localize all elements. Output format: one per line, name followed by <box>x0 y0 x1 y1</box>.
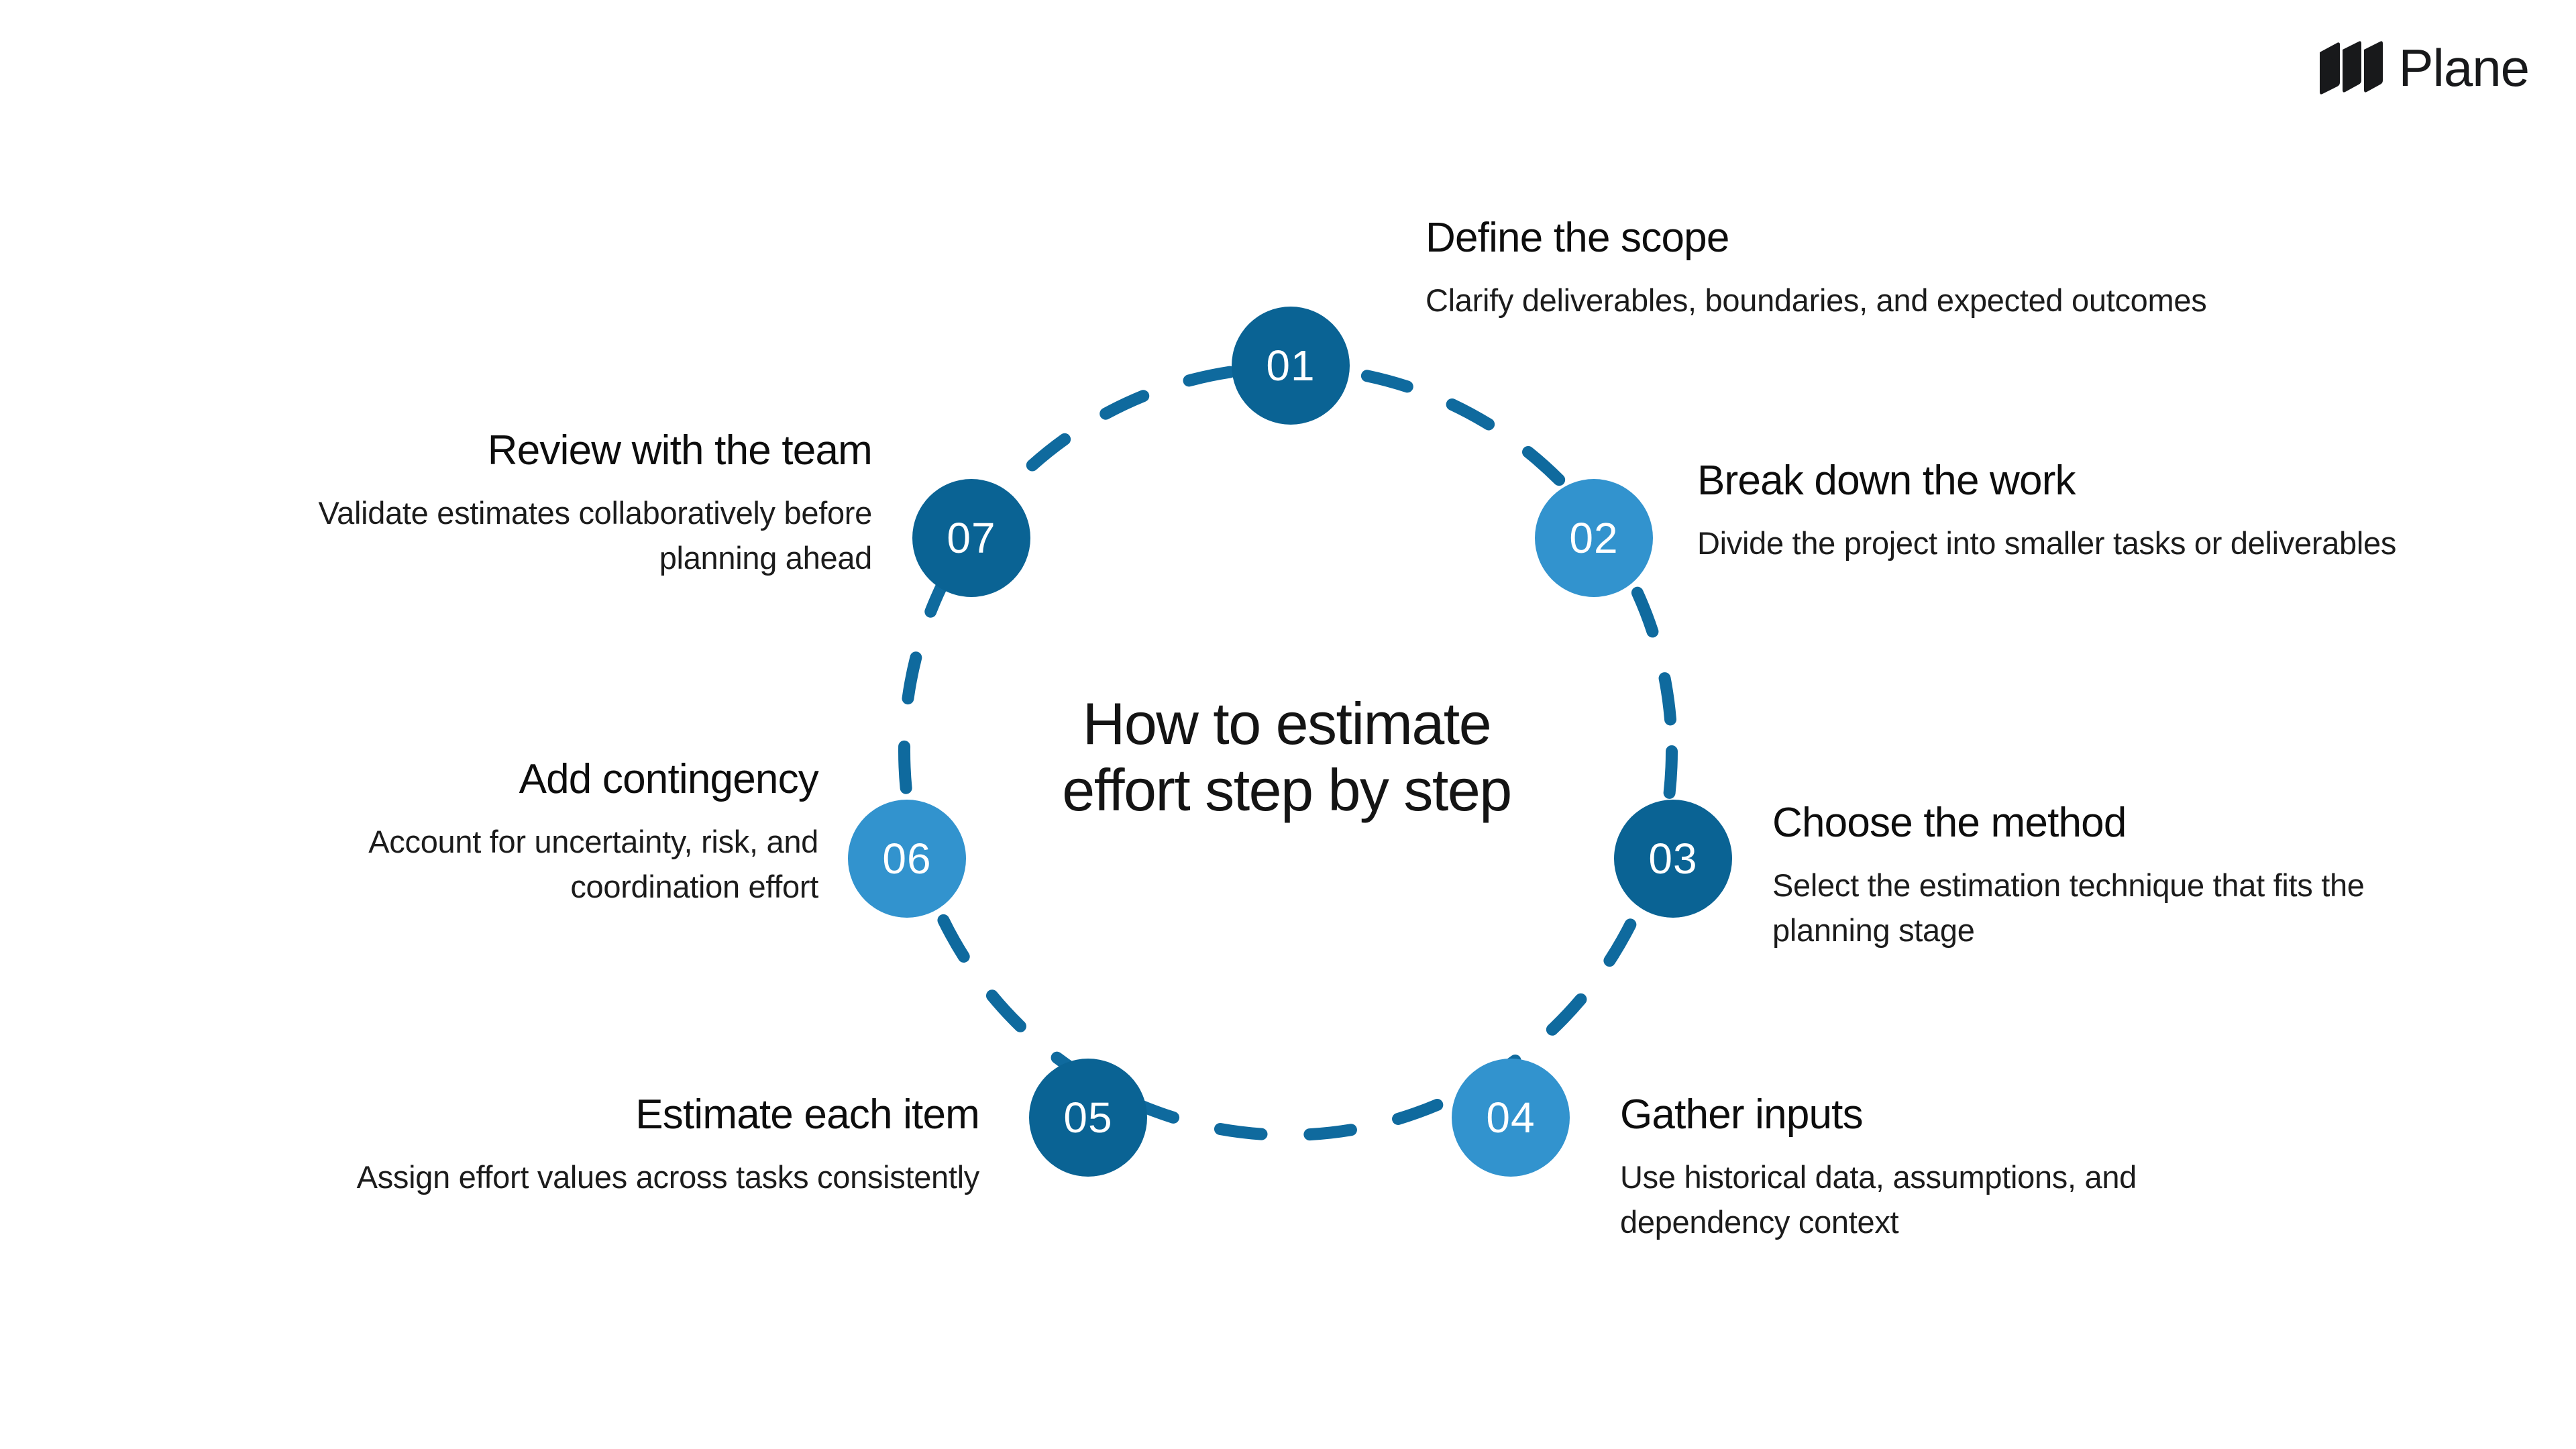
step-desc-04: Use historical data, assumptions, and de… <box>1620 1159 2137 1240</box>
step-desc-01: Clarify deliverables, boundaries, and ex… <box>1426 282 2207 319</box>
plane-logo-icon <box>2319 41 2383 95</box>
step-title-03: Choose the method <box>1772 800 2127 846</box>
step-number-06: 06 <box>882 835 932 883</box>
step-number-07: 07 <box>947 514 996 562</box>
step-title-04: Gather inputs <box>1620 1091 1864 1138</box>
step-desc-02: Divide the project into smaller tasks or… <box>1697 525 2397 561</box>
step-number-05: 05 <box>1063 1093 1113 1142</box>
step-desc-03: Select the estimation technique that fit… <box>1772 867 2365 948</box>
step-text-07: Review with the team Validate estimates … <box>255 426 873 581</box>
step-bubble-04[interactable]: 04 <box>1452 1059 1570 1177</box>
step-title-06: Add contingency <box>519 756 819 802</box>
step-desc-05: Assign effort values across tasks consis… <box>356 1159 980 1195</box>
step-title-01: Define the scope <box>1426 215 1729 261</box>
step-bubble-03[interactable]: 03 <box>1614 800 1732 918</box>
center-title-line-2: effort step by step <box>1062 756 1512 823</box>
step-number-04: 04 <box>1486 1093 1536 1142</box>
step-bubble-06[interactable]: 06 <box>848 800 966 918</box>
step-text-04: Gather inputs Use historical data, assum… <box>1620 1090 2291 1245</box>
step-bubble-05[interactable]: 05 <box>1029 1059 1147 1177</box>
step-title-05: Estimate each item <box>635 1091 980 1138</box>
step-text-02: Break down the work Divide the project i… <box>1697 456 2449 566</box>
step-desc-07: Validate estimates collaboratively befor… <box>318 495 873 576</box>
step-bubble-02[interactable]: 02 <box>1535 479 1653 597</box>
step-title-02: Break down the work <box>1697 458 2076 504</box>
step-number-01: 01 <box>1266 341 1316 390</box>
step-text-03: Choose the method Select the estimation … <box>1772 798 2490 953</box>
step-bubble-01[interactable]: 01 <box>1232 307 1350 425</box>
step-bubble-07[interactable]: 07 <box>912 479 1030 597</box>
step-title-07: Review with the team <box>487 427 873 474</box>
center-title-line-1: How to estimate <box>1082 690 1492 757</box>
step-text-05: Estimate each item Assign effort values … <box>309 1090 980 1200</box>
step-desc-06: Account for uncertainty, risk, and coord… <box>368 824 818 904</box>
step-number-02: 02 <box>1569 514 1619 562</box>
center-title: How to estimate effort step by step <box>951 690 1622 823</box>
brand-name: Plane <box>2398 38 2530 97</box>
step-number-03: 03 <box>1648 835 1698 883</box>
step-text-01: Define the scope Clarify deliverables, b… <box>1426 213 2392 323</box>
step-text-06: Add contingency Account for uncertainty,… <box>201 755 819 910</box>
brand-logo: Plane <box>2317 40 2530 95</box>
